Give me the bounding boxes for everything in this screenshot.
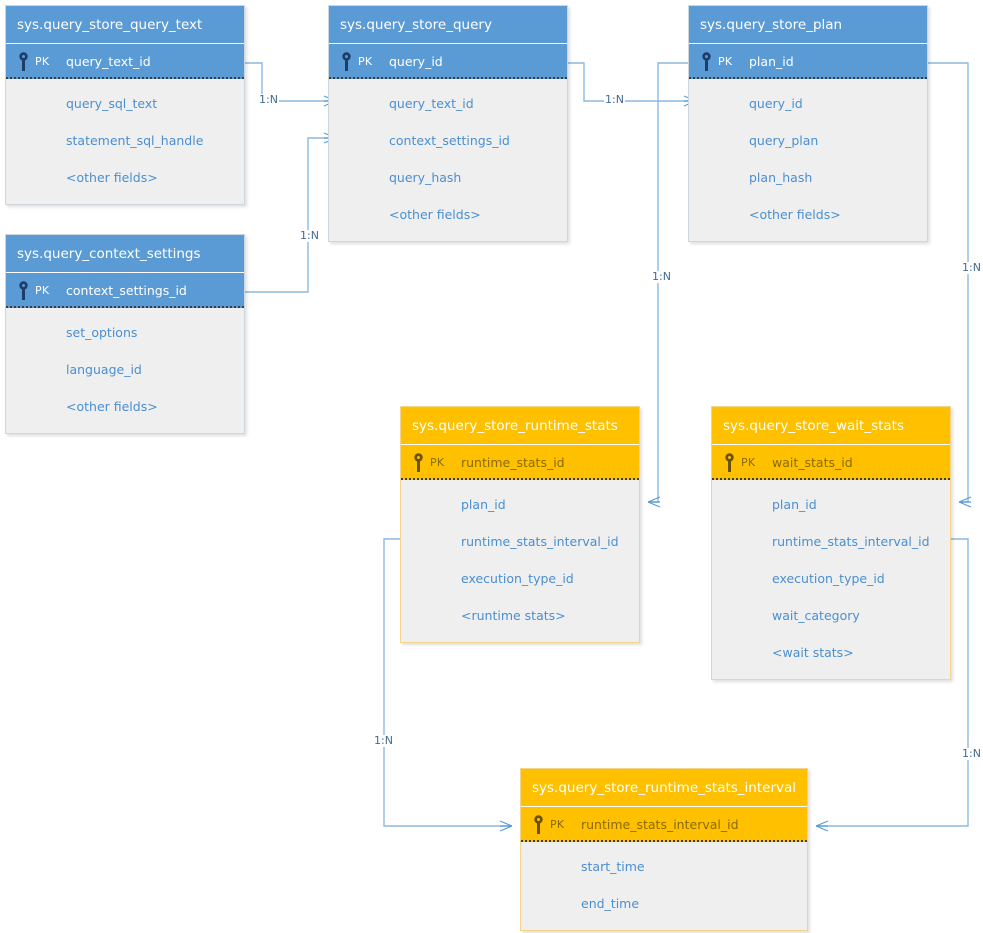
key-icon	[534, 815, 543, 834]
entity-sys-query-store-runtime-stats[interactable]: sys.query_store_runtime_stats PK runtime…	[400, 406, 640, 643]
entity-field: plan_id	[461, 497, 506, 512]
entity-title: sys.query_store_query_text	[6, 6, 244, 44]
entity-field: query_id	[749, 96, 803, 111]
entity-field: statement_sql_handle	[66, 133, 204, 148]
key-icon	[19, 281, 28, 300]
entity-title: sys.query_store_runtime_stats_interval	[521, 769, 807, 807]
pk-field-name: query_id	[389, 54, 443, 69]
pk-field-name: runtime_stats_interval_id	[581, 817, 739, 832]
entity-primary-key-row: PK plan_id	[689, 44, 927, 79]
entity-primary-key-row: PK context_settings_id	[6, 273, 244, 308]
entity-title: sys.query_store_plan	[689, 6, 927, 44]
cardinality-label-query-text-to-query: 1:N	[258, 93, 279, 106]
key-icon	[414, 453, 423, 472]
pk-badge: PK	[741, 456, 756, 469]
cardinality-label-interval-to-runtime-stats: 1:N	[373, 734, 394, 747]
entity-field: plan_hash	[749, 170, 813, 185]
entity-field-list: query_sql_text statement_sql_handle <oth…	[6, 79, 244, 204]
entity-field-list: query_text_id context_settings_id query_…	[329, 79, 567, 241]
entity-sys-query-store-wait-stats[interactable]: sys.query_store_wait_stats PK wait_stats…	[711, 406, 951, 680]
entity-field: runtime_stats_interval_id	[461, 534, 619, 549]
entity-field: set_options	[66, 325, 138, 340]
pk-field-name: query_text_id	[66, 54, 151, 69]
entity-field: <other fields>	[66, 170, 158, 185]
key-icon	[342, 52, 351, 71]
entity-field-list: plan_id runtime_stats_interval_id execut…	[401, 480, 639, 642]
entity-field: execution_type_id	[772, 571, 885, 586]
pk-field-name: runtime_stats_id	[461, 455, 565, 470]
entity-field: <runtime stats>	[461, 608, 566, 623]
entity-field: query_plan	[749, 133, 819, 148]
cardinality-label-context-settings-to-query: 1:N	[299, 229, 320, 242]
pk-field-name: plan_id	[749, 54, 794, 69]
entity-field-list: start_time end_time	[521, 842, 807, 930]
entity-field: context_settings_id	[389, 133, 510, 148]
entity-field: end_time	[581, 896, 640, 911]
pk-field-name: wait_stats_id	[772, 455, 853, 470]
entity-field: query_hash	[389, 170, 462, 185]
pk-badge: PK	[35, 284, 50, 297]
entity-title: sys.query_store_query	[329, 6, 567, 44]
entity-field: start_time	[581, 859, 645, 874]
connector-query-to-plan	[568, 62, 697, 107]
entity-primary-key-row: PK wait_stats_id	[712, 445, 950, 480]
connector-context-settings-to-query	[245, 132, 337, 293]
entity-sys-query-store-plan[interactable]: sys.query_store_plan PK plan_id query_id…	[688, 5, 928, 242]
entity-sys-query-context-settings[interactable]: sys.query_context_settings PK context_se…	[5, 234, 245, 434]
entity-field-list: query_id query_plan plan_hash <other fie…	[689, 79, 927, 241]
entity-title: sys.query_store_wait_stats	[712, 407, 950, 445]
pk-field-name: context_settings_id	[66, 283, 187, 298]
pk-badge: PK	[430, 456, 445, 469]
cardinality-label-query-to-plan: 1:N	[604, 93, 625, 106]
entity-primary-key-row: PK query_text_id	[6, 44, 244, 79]
key-icon	[702, 52, 711, 71]
entity-field: <other fields>	[389, 207, 481, 222]
entity-field: query_sql_text	[66, 96, 158, 111]
entity-primary-key-row: PK runtime_stats_id	[401, 445, 639, 480]
entity-field: <wait stats>	[772, 645, 854, 660]
key-icon	[725, 453, 734, 472]
entity-field: <other fields>	[749, 207, 841, 222]
entity-title: sys.query_context_settings	[6, 235, 244, 273]
entity-field: wait_category	[772, 608, 860, 623]
cardinality-label-plan-to-wait-stats: 1:N	[961, 261, 982, 274]
entity-field: runtime_stats_interval_id	[772, 534, 930, 549]
pk-badge: PK	[358, 55, 373, 68]
pk-badge: PK	[718, 55, 733, 68]
pk-badge: PK	[35, 55, 50, 68]
entity-primary-key-row: PK runtime_stats_interval_id	[521, 807, 807, 842]
entity-primary-key-row: PK query_id	[329, 44, 567, 79]
entity-field: language_id	[66, 362, 142, 377]
entity-field: plan_id	[772, 497, 817, 512]
entity-field: <other fields>	[66, 399, 158, 414]
cardinality-label-plan-to-runtime-stats: 1:N	[651, 270, 672, 283]
entity-field: execution_type_id	[461, 571, 574, 586]
entity-sys-query-store-query-text[interactable]: sys.query_store_query_text PK query_text…	[5, 5, 245, 205]
entity-field: query_text_id	[389, 96, 474, 111]
entity-title: sys.query_store_runtime_stats	[401, 407, 639, 445]
entity-field-list: plan_id runtime_stats_interval_id execut…	[712, 480, 950, 679]
entity-field-list: set_options language_id <other fields>	[6, 308, 244, 433]
pk-badge: PK	[550, 818, 565, 831]
cardinality-label-interval-to-wait-stats: 1:N	[961, 747, 982, 760]
entity-sys-query-store-query[interactable]: sys.query_store_query PK query_id query_…	[328, 5, 568, 242]
key-icon	[19, 52, 28, 71]
entity-sys-query-store-runtime-stats-interval[interactable]: sys.query_store_runtime_stats_interval P…	[520, 768, 808, 931]
